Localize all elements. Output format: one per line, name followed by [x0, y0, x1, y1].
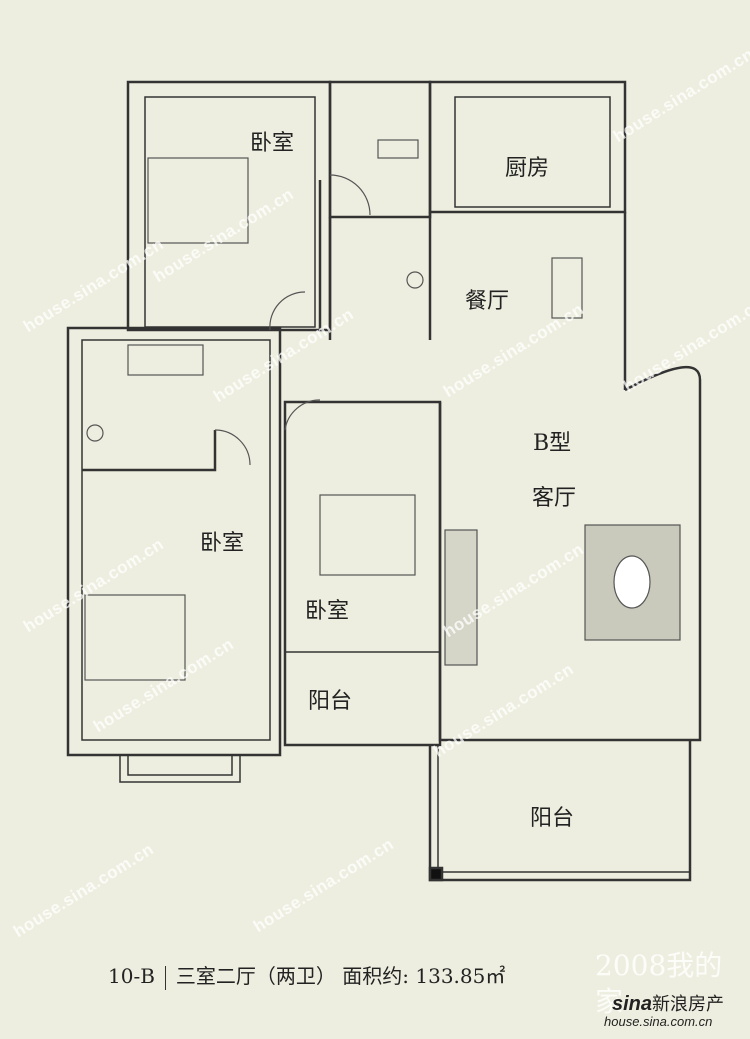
bed-left [84, 594, 186, 681]
label-type: B型 [533, 431, 572, 456]
background-mark: 2008我的家 [595, 949, 723, 1018]
bay-window [119, 755, 241, 783]
label-balcony-mid: 阳台 [308, 689, 353, 714]
bathtub-left [127, 344, 204, 376]
logo-brand: sina [612, 993, 653, 1015]
wall-living [438, 365, 702, 742]
area-label: 面积约: [342, 964, 410, 988]
logo-brand-cn: 新浪房产 [652, 994, 725, 1014]
wall-bath-top [328, 80, 432, 219]
dining-table [551, 257, 583, 319]
sina-logo: sina新浪房产 house.sina.com.cn [604, 993, 725, 1029]
plan-caption: 10-B 三室二厅（两卫） 面积约: 133.85㎡ [108, 960, 505, 990]
area-value: 133.85㎡ [415, 964, 506, 988]
tv-cabinet [444, 529, 478, 666]
label-bedroom-left: 卧室 [200, 531, 245, 556]
label-balcony-bottom: 阳台 [530, 806, 575, 831]
wall-left-block [66, 326, 282, 757]
bathtub-top [377, 139, 419, 159]
plan-layout: 三室二厅（两卫） [175, 964, 336, 988]
wall-balcony-bottom [428, 740, 692, 882]
wall-dining [428, 212, 627, 390]
label-bedroom-top: 卧室 [250, 131, 295, 156]
label-dining: 餐厅 [465, 289, 510, 314]
label-bedroom-mid: 卧室 [305, 599, 350, 624]
wall-kitchen [428, 80, 627, 214]
logo-url: house.sina.com.cn [604, 1014, 713, 1029]
bed-mid [319, 494, 416, 576]
plan-code: 10-B [108, 964, 155, 988]
label-kitchen: 厨房 [505, 156, 550, 181]
label-living: 客厅 [532, 486, 577, 511]
bed-top [147, 157, 249, 244]
divider [164, 965, 166, 990]
